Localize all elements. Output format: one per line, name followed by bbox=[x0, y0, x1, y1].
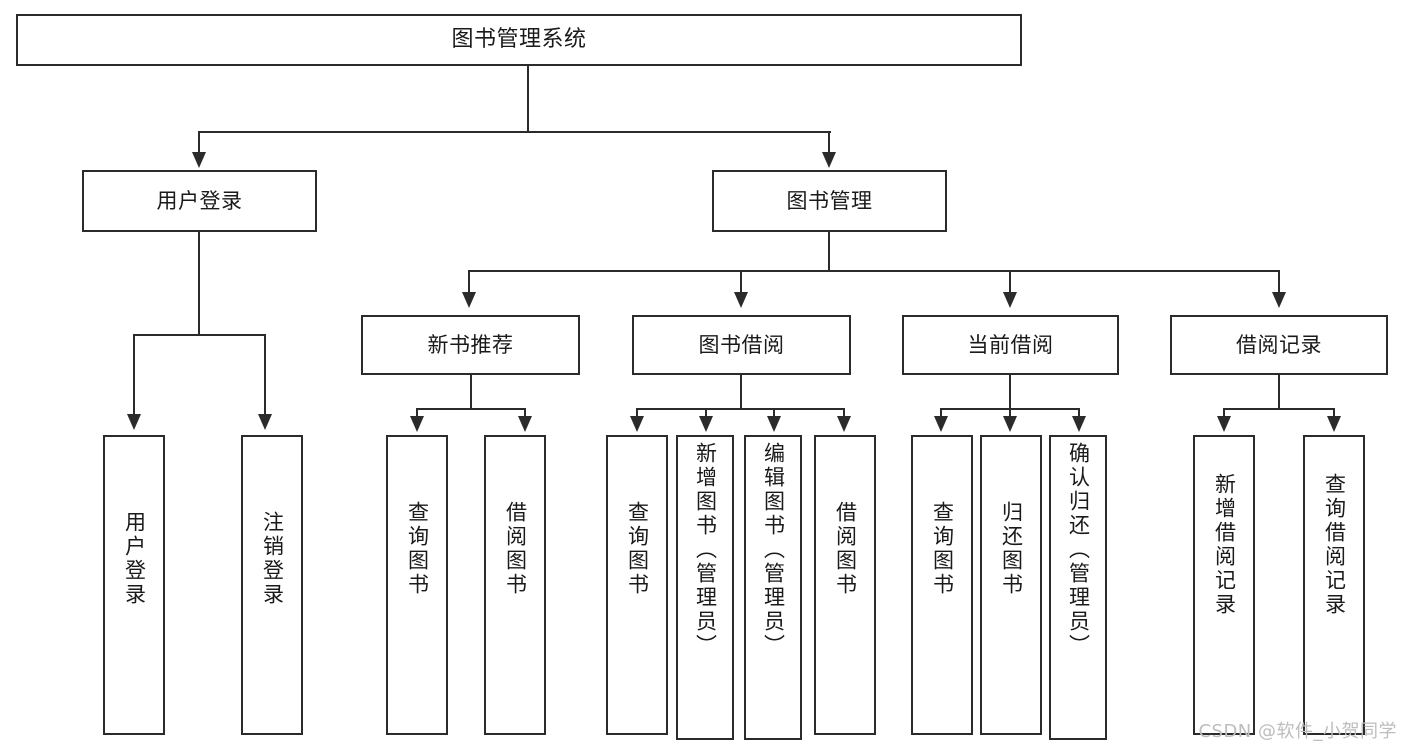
node-label: 图书借阅 bbox=[698, 332, 785, 357]
leaf-cur-return-book: 归还图书 bbox=[980, 435, 1042, 735]
connector-book-manage-to-current-borrow bbox=[1009, 270, 1011, 294]
leaf-record-add: 新增借阅记录 bbox=[1193, 435, 1255, 735]
arrowhead-book-borrow-to-query bbox=[630, 416, 644, 432]
connector-new-book-rec-bar bbox=[417, 408, 525, 410]
node-label: 借阅图书 bbox=[833, 501, 858, 597]
node-label: 归还图书 bbox=[999, 501, 1024, 597]
leaf-user-login: 用户登录 bbox=[103, 435, 165, 735]
connector-current-borrow-stem bbox=[1009, 375, 1011, 409]
arrowhead-user-login-to-logout bbox=[258, 414, 272, 430]
connector-current-borrow-to-confirm bbox=[1078, 408, 1080, 418]
node-label: 查询图书 bbox=[625, 501, 650, 597]
node-book-borrow: 图书借阅 bbox=[632, 315, 851, 375]
arrowhead-book-borrow-to-borrow bbox=[837, 416, 851, 432]
connector-borrow-record-stem bbox=[1278, 375, 1280, 409]
node-new-book-recommend: 新书推荐 bbox=[361, 315, 580, 375]
connector-root-to-user-login bbox=[198, 131, 200, 155]
node-label: 查询图书 bbox=[930, 501, 955, 597]
arrowhead-book-manage-to-current-borrow bbox=[1003, 292, 1017, 308]
node-current-borrow: 当前借阅 bbox=[902, 315, 1119, 375]
connector-current-borrow-to-return bbox=[1009, 408, 1011, 418]
arrowhead-book-manage-to-borrow-record bbox=[1272, 292, 1286, 308]
node-label: 用户登录 bbox=[156, 188, 243, 213]
arrowhead-root-to-user-login bbox=[192, 152, 206, 168]
node-label: 借阅图书 bbox=[503, 501, 528, 597]
leaf-borrow-edit-book: 编辑图书（管理员） bbox=[744, 435, 802, 740]
connector-borrow-record-to-add bbox=[1223, 408, 1225, 418]
connector-user-login-bar bbox=[134, 334, 265, 336]
node-label: 图书管理 bbox=[786, 188, 873, 213]
node-label: 借阅记录 bbox=[1236, 332, 1322, 357]
connector-book-manage-stem bbox=[828, 232, 830, 271]
node-user-login: 用户登录 bbox=[82, 170, 317, 232]
connector-book-manage-to-borrow-record bbox=[1278, 270, 1280, 294]
connector-user-login-to-logout bbox=[264, 334, 266, 416]
arrowhead-book-manage-to-book-borrow bbox=[734, 292, 748, 308]
node-label: 图书管理系统 bbox=[451, 27, 587, 53]
arrowhead-book-borrow-to-add bbox=[699, 416, 713, 432]
connector-user-login-to-login bbox=[133, 334, 135, 416]
leaf-rec-query-book: 查询图书 bbox=[386, 435, 448, 735]
arrowhead-current-borrow-to-return bbox=[1003, 416, 1017, 432]
arrowhead-root-to-book-manage bbox=[822, 152, 836, 168]
arrowhead-new-book-rec-to-borrow bbox=[518, 416, 532, 432]
node-label: 新书推荐 bbox=[427, 332, 514, 357]
connector-new-book-rec-to-borrow bbox=[524, 408, 526, 418]
connector-book-manage-bar bbox=[469, 270, 1280, 272]
connector-book-manage-to-new-book-rec bbox=[468, 270, 470, 294]
connector-borrow-record-bar bbox=[1224, 408, 1334, 410]
node-label: 用户登录 bbox=[122, 511, 147, 607]
node-label: 注销登录 bbox=[260, 511, 285, 607]
connector-book-borrow-to-edit bbox=[773, 408, 775, 418]
leaf-borrow-query-book: 查询图书 bbox=[606, 435, 668, 735]
arrowhead-borrow-record-to-add bbox=[1217, 416, 1231, 432]
arrowhead-current-borrow-to-confirm bbox=[1072, 416, 1086, 432]
connector-root-stem bbox=[527, 66, 529, 132]
connector-new-book-rec-to-query bbox=[416, 408, 418, 418]
connector-new-book-rec-stem bbox=[470, 375, 472, 409]
connector-current-borrow-to-query bbox=[940, 408, 942, 418]
connector-root-to-book-manage bbox=[828, 131, 830, 155]
leaf-borrow-add-book: 新增图书（管理员） bbox=[676, 435, 734, 740]
node-root-system: 图书管理系统 bbox=[16, 14, 1022, 66]
node-label: 查询借阅记录 bbox=[1322, 473, 1347, 617]
connector-book-borrow-to-borrow bbox=[843, 408, 845, 418]
leaf-rec-borrow-book: 借阅图书 bbox=[484, 435, 546, 735]
node-label: 当前借阅 bbox=[967, 332, 1054, 357]
arrowhead-user-login-to-login bbox=[127, 414, 141, 430]
node-label: 编辑图书（管理员） bbox=[761, 442, 786, 658]
connector-book-borrow-to-query bbox=[636, 408, 638, 418]
connector-root-bar bbox=[199, 131, 831, 133]
arrowhead-new-book-rec-to-query bbox=[410, 416, 424, 432]
node-book-manage: 图书管理 bbox=[712, 170, 947, 232]
node-label: 确认归还（管理员） bbox=[1066, 442, 1091, 658]
leaf-cur-query-book: 查询图书 bbox=[911, 435, 973, 735]
connector-book-borrow-bar bbox=[637, 408, 845, 410]
leaf-user-logout: 注销登录 bbox=[241, 435, 303, 735]
connector-borrow-record-to-query bbox=[1333, 408, 1335, 418]
arrowhead-current-borrow-to-query bbox=[934, 416, 948, 432]
leaf-borrow-borrow-book: 借阅图书 bbox=[814, 435, 876, 735]
connector-book-borrow-stem bbox=[740, 375, 742, 409]
node-borrow-record: 借阅记录 bbox=[1170, 315, 1388, 375]
node-label: 新增借阅记录 bbox=[1212, 473, 1237, 617]
connector-user-login-stem bbox=[198, 232, 200, 335]
node-label: 查询图书 bbox=[405, 501, 430, 597]
node-label: 新增图书（管理员） bbox=[693, 442, 718, 658]
arrowhead-borrow-record-to-query bbox=[1327, 416, 1341, 432]
connector-book-borrow-to-add bbox=[705, 408, 707, 418]
arrowhead-book-manage-to-new-book-rec bbox=[462, 292, 476, 308]
connector-book-manage-to-book-borrow bbox=[740, 270, 742, 294]
arrowhead-book-borrow-to-edit bbox=[767, 416, 781, 432]
leaf-record-query: 查询借阅记录 bbox=[1303, 435, 1365, 735]
leaf-cur-confirm-return: 确认归还（管理员） bbox=[1049, 435, 1107, 740]
